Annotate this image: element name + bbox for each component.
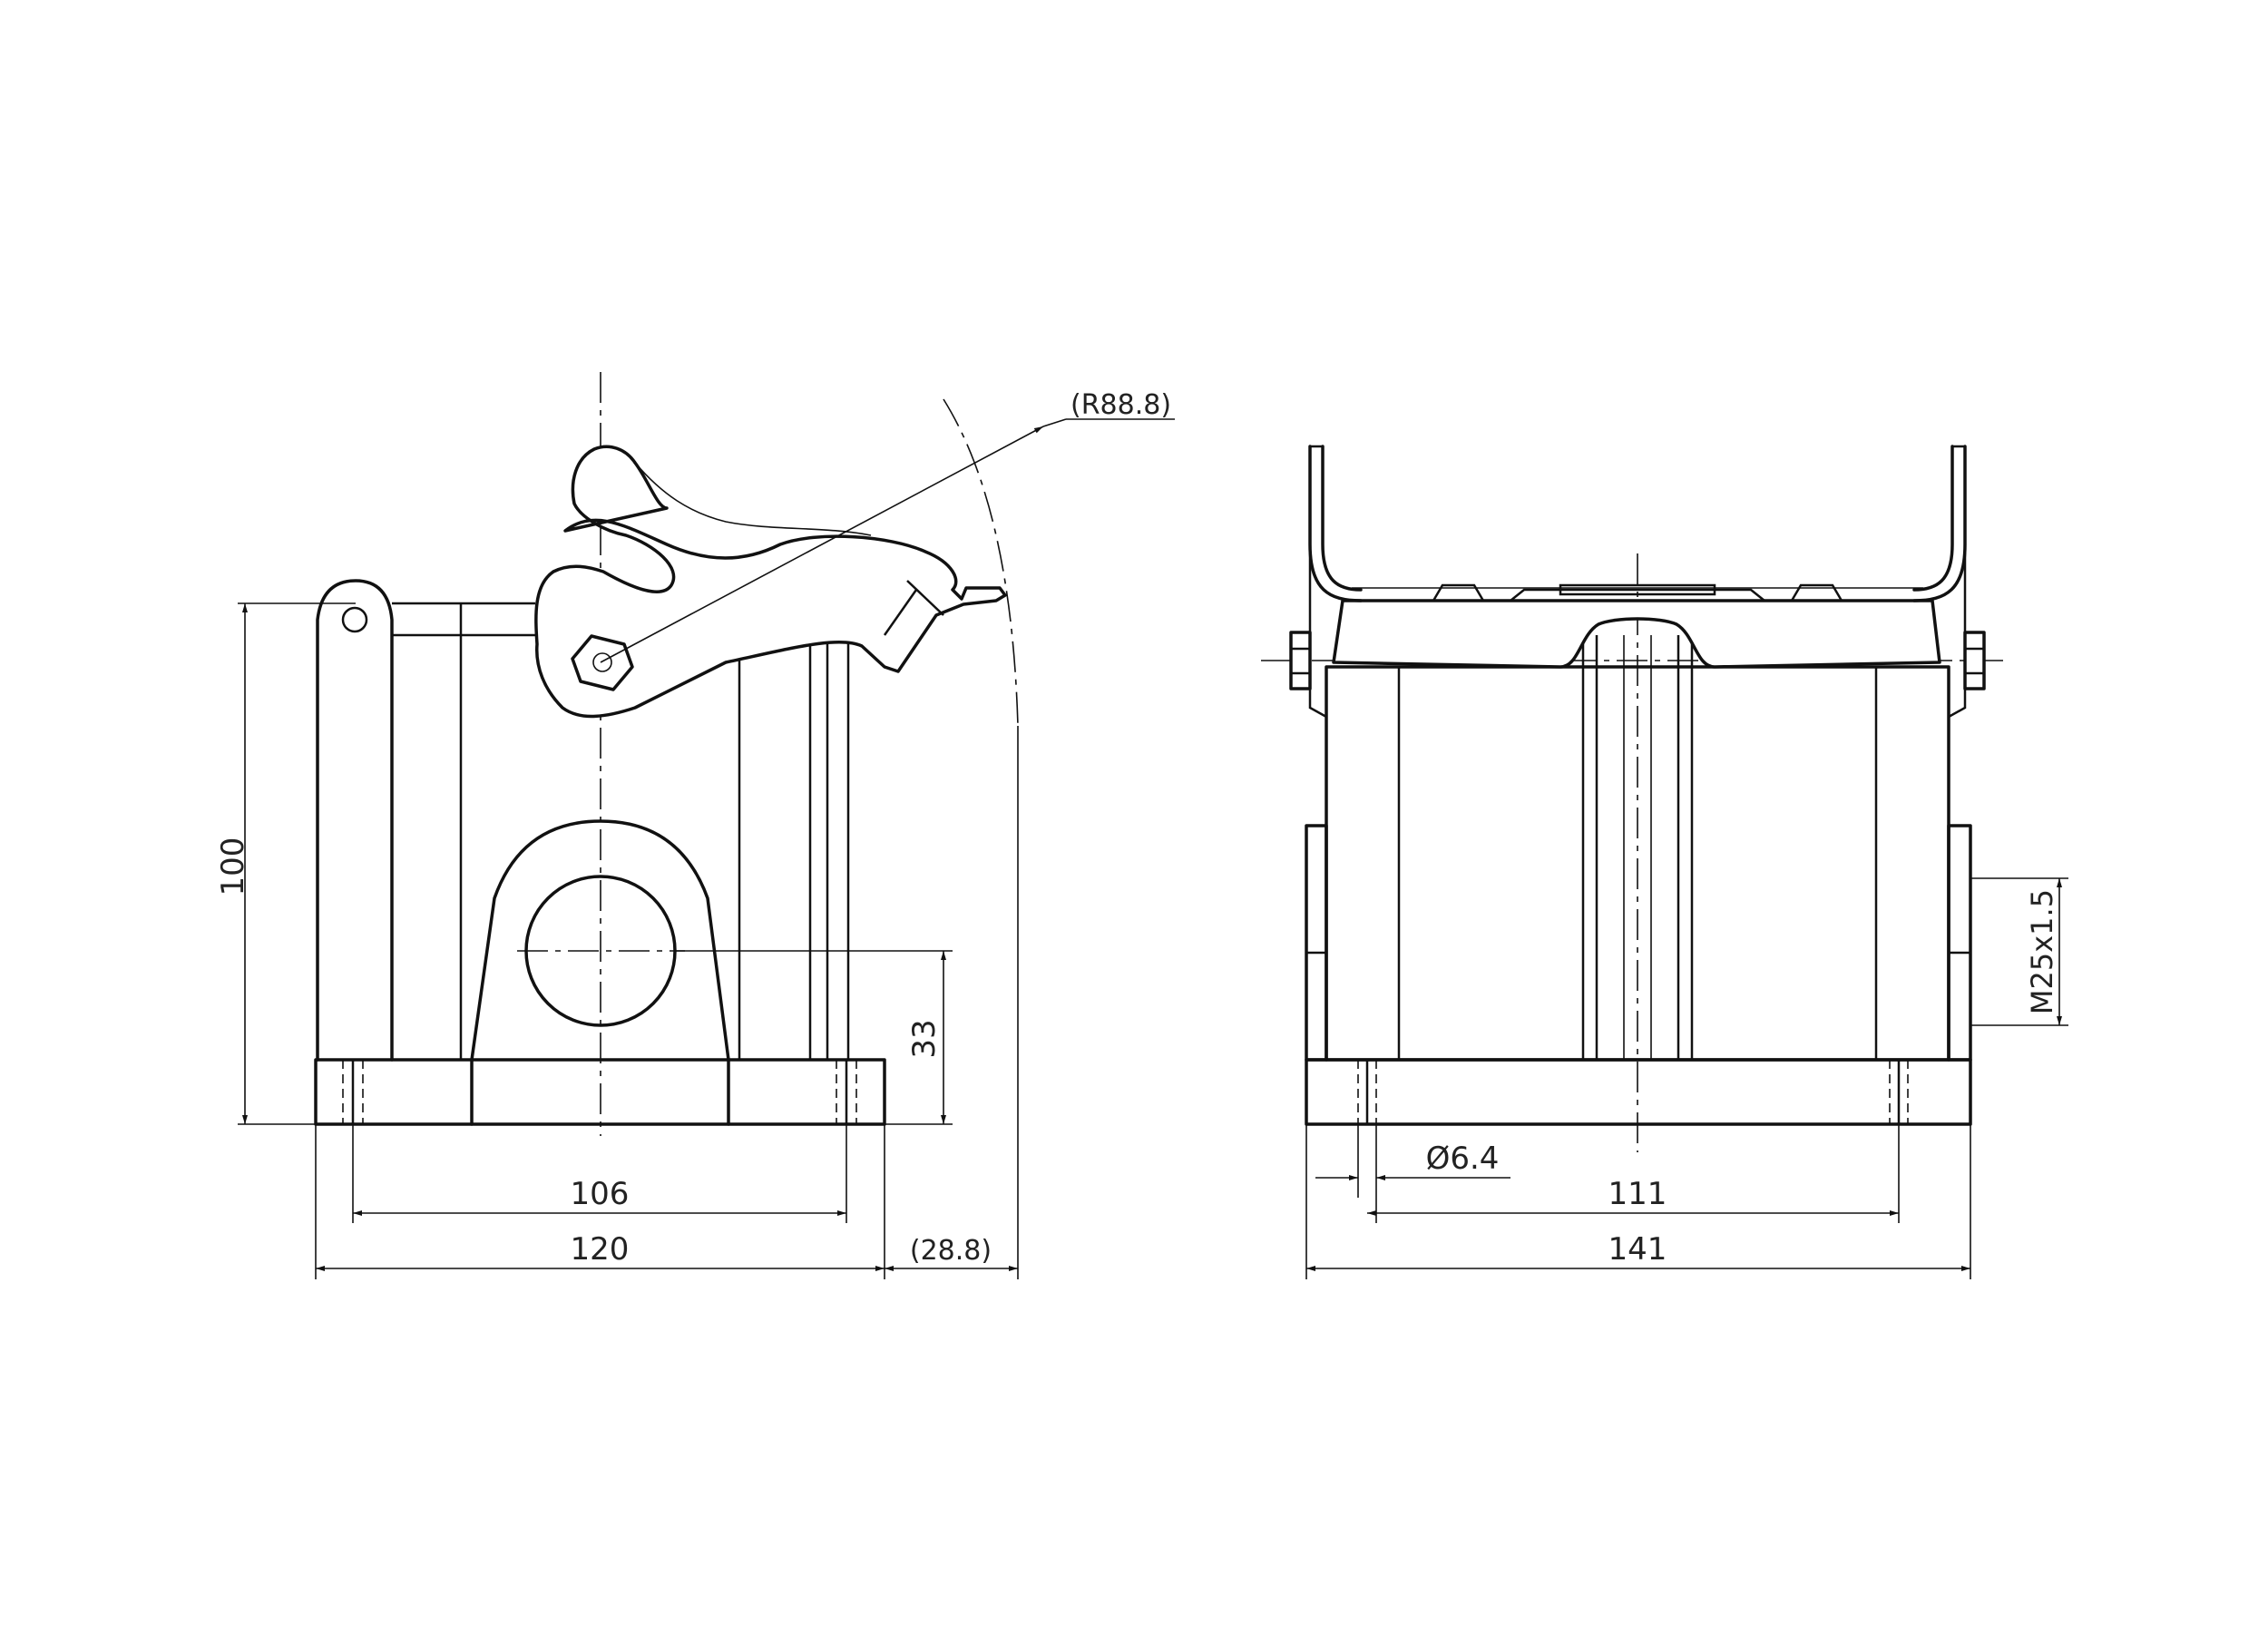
dim-radius: (R88.8)	[1070, 389, 1171, 421]
dim-100: 100	[215, 837, 251, 896]
pivot-nut	[571, 634, 634, 691]
base-plate-left	[314, 1058, 886, 1126]
front-view: Ø6.4 111 141 M25x1.5	[1261, 445, 2068, 1279]
hinge-pin	[341, 606, 368, 633]
dim-111: 111	[1608, 1176, 1667, 1212]
side-view: (R88.8) 106 120 (28.8) 100 33	[215, 372, 1175, 1279]
dim-120: 120	[571, 1231, 630, 1268]
dim-hole-dia: Ø6.4	[1426, 1141, 1500, 1177]
housing-body-left	[316, 579, 871, 1126]
top-cover	[1332, 583, 1941, 669]
pivot-nut-right	[1963, 631, 1986, 690]
dim-106: 106	[571, 1176, 630, 1212]
pivot-nut-left	[1289, 631, 1312, 690]
dim-thread: M25x1.5	[2025, 889, 2059, 1014]
locking-lever	[534, 445, 1007, 719]
base-plate-right	[1305, 1058, 1972, 1126]
lever-swing-arc	[943, 398, 1019, 727]
dim-33: 33	[906, 1019, 943, 1058]
dim-28-8: (28.8)	[910, 1235, 992, 1267]
housing-body-right	[1305, 635, 1972, 1062]
lever-front	[1289, 445, 1986, 719]
dim-141: 141	[1608, 1231, 1667, 1268]
